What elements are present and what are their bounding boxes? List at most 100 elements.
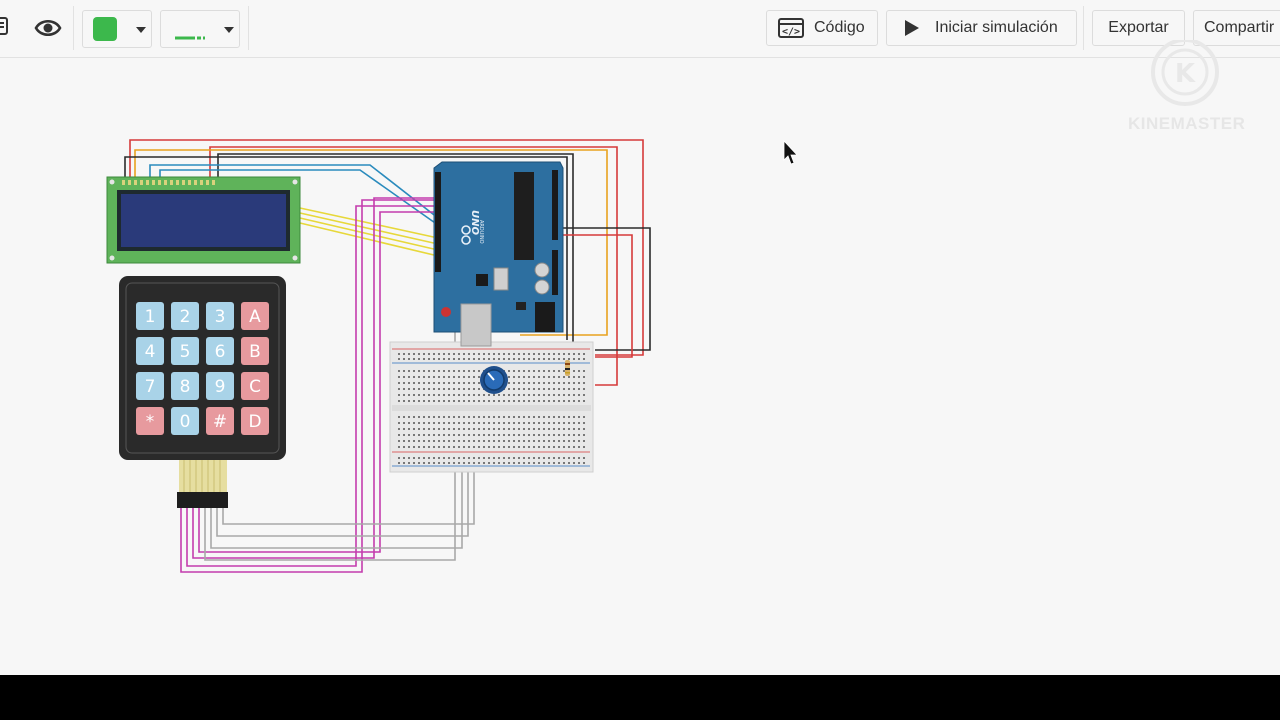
breadboard-hole [453, 462, 455, 464]
breadboard-hole [568, 358, 570, 360]
breadboard-hole [568, 376, 570, 378]
breadboard-hole [488, 446, 490, 448]
breadboard-hole [523, 353, 525, 355]
breadboard-hole [493, 440, 495, 442]
breadboard-hole [578, 440, 580, 442]
breadboard-hole [463, 370, 465, 372]
breadboard-hole [428, 440, 430, 442]
breadboard-hole [568, 440, 570, 442]
keypad-key-C[interactable]: C [241, 372, 269, 400]
breadboard-hole [553, 462, 555, 464]
chevron-down-icon [224, 27, 234, 33]
breadboard-hole [458, 388, 460, 390]
lcd-16x2[interactable] [106, 176, 301, 264]
breadboard-hole [518, 400, 520, 402]
color-picker[interactable] [82, 10, 152, 48]
wire-magenta [192, 197, 438, 559]
breadboard-hole [563, 416, 565, 418]
wire-type-picker[interactable] [160, 10, 240, 48]
watermark-text: KINEMASTER [1128, 114, 1246, 133]
watermark-logo: K [1125, 38, 1245, 140]
keypad-key-D[interactable]: D [241, 407, 269, 435]
breadboard-hole [408, 358, 410, 360]
arduino-uno[interactable]: UNO ARDUINO [433, 161, 564, 347]
breadboard-hole [398, 440, 400, 442]
breadboard-hole [408, 388, 410, 390]
breadboard-hole [478, 353, 480, 355]
breadboard-hole [478, 382, 480, 384]
eye-icon[interactable] [34, 14, 62, 42]
breadboard-hole [423, 446, 425, 448]
keypad-key-1[interactable]: 1 [136, 302, 164, 330]
keypad-key-8[interactable]: 8 [171, 372, 199, 400]
breadboard-hole [453, 446, 455, 448]
resistor[interactable] [565, 360, 570, 376]
keypad-key-4[interactable]: 4 [136, 337, 164, 365]
keypad-key-B[interactable]: B [241, 337, 269, 365]
breadboard-hole [578, 370, 580, 372]
breadboard-hole [448, 400, 450, 402]
breadboard-hole [408, 376, 410, 378]
keypad-key-A[interactable]: A [241, 302, 269, 330]
breadboard-hole [448, 457, 450, 459]
keypad-key-9[interactable]: 9 [206, 372, 234, 400]
breadboard-hole [508, 446, 510, 448]
keypad-key-7[interactable]: 7 [136, 372, 164, 400]
keypad-key-5[interactable]: 5 [171, 337, 199, 365]
breadboard-small[interactable] [389, 341, 594, 473]
keypad-key-#[interactable]: # [206, 407, 234, 435]
breadboard-hole [403, 434, 405, 436]
breadboard-hole [398, 370, 400, 372]
breadboard-hole [428, 382, 430, 384]
breadboard-hole [473, 388, 475, 390]
breadboard-hole [583, 446, 585, 448]
keypad-key-6[interactable]: 6 [206, 337, 234, 365]
breadboard-hole [408, 428, 410, 430]
breadboard-hole [543, 400, 545, 402]
breadboard-hole [458, 394, 460, 396]
breadboard-hole [443, 388, 445, 390]
breadboard-hole [568, 382, 570, 384]
breadboard-hole [503, 462, 505, 464]
breadboard-hole [403, 446, 405, 448]
breadboard-hole [468, 434, 470, 436]
breadboard-hole [553, 376, 555, 378]
breadboard-hole [548, 358, 550, 360]
breadboard-hole [453, 416, 455, 418]
breadboard-hole [408, 434, 410, 436]
breadboard-hole [518, 382, 520, 384]
keypad-key-0[interactable]: 0 [171, 407, 199, 435]
share-button[interactable]: Compartir [1193, 10, 1280, 46]
breadboard-hole [583, 358, 585, 360]
breadboard-hole [423, 388, 425, 390]
keypad-key-2[interactable]: 2 [171, 302, 199, 330]
breadboard-hole [543, 370, 545, 372]
breadboard-hole [453, 422, 455, 424]
breadboard-hole [558, 440, 560, 442]
potentiometer[interactable] [480, 366, 508, 394]
breadboard-hole [458, 446, 460, 448]
breadboard-hole [528, 388, 530, 390]
code-button[interactable]: </> Código [766, 10, 878, 46]
notes-icon[interactable] [0, 17, 10, 37]
keypad-key-3[interactable]: 3 [206, 302, 234, 330]
breadboard-hole [498, 446, 500, 448]
breadboard-hole [468, 370, 470, 372]
breadboard-hole [553, 446, 555, 448]
breadboard-hole [568, 446, 570, 448]
breadboard-hole [418, 353, 420, 355]
breadboard-hole [418, 440, 420, 442]
breadboard-hole [428, 353, 430, 355]
breadboard-hole [463, 358, 465, 360]
breadboard-hole [533, 446, 535, 448]
start-simulation-button[interactable]: Iniciar simulación [886, 10, 1077, 46]
breadboard-hole [398, 434, 400, 436]
breadboard-hole [523, 400, 525, 402]
breadboard-hole [528, 462, 530, 464]
breadboard-hole [548, 434, 550, 436]
keypad-key-*[interactable]: * [136, 407, 164, 435]
export-button[interactable]: Exportar [1092, 10, 1185, 46]
breadboard-hole [408, 382, 410, 384]
